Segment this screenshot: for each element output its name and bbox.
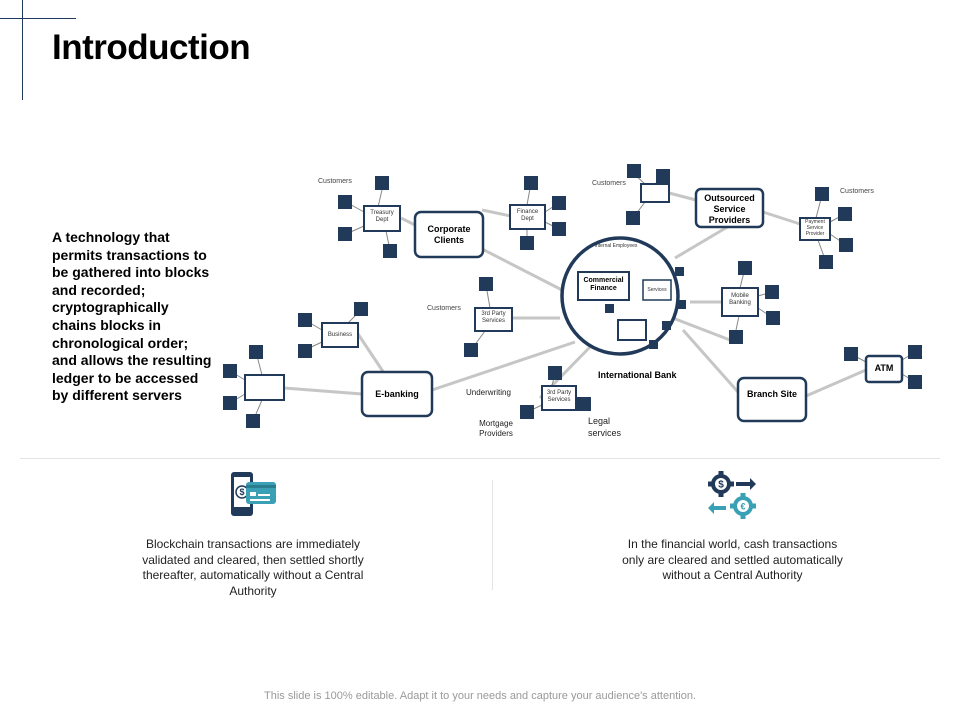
financial-world-caption: In the financial world, cash transaction…: [622, 537, 843, 583]
finance-dept-node: [509, 204, 546, 230]
branch-site-node: [736, 376, 808, 423]
legal-services-label: Legal services: [588, 416, 622, 438]
e-banking-text: E-banking: [375, 389, 419, 399]
atm-text: ATM: [874, 363, 894, 373]
underwriting-label: Underwriting: [466, 388, 511, 397]
internal-employees-text: Internal Employees: [594, 243, 638, 249]
hub-square: [649, 340, 658, 349]
hub-square: [677, 300, 686, 309]
third-party-services-node-b: [541, 385, 577, 411]
corporate-clients-node: [413, 210, 485, 259]
e-banking-node: [360, 370, 434, 418]
svg-text:$: $: [718, 480, 724, 491]
treasury-dept-node: [363, 205, 401, 232]
mobile-banking-node: [721, 287, 759, 317]
finance-dept-text: Finance Dept: [516, 209, 539, 222]
blank-node: [244, 374, 285, 401]
customers-label: Customers: [840, 188, 874, 195]
treasury-dept-text: Treasury Dept: [370, 210, 394, 223]
blockchain-caption: Blockchain transactions are immediately …: [142, 537, 364, 598]
payment-provider-node: [799, 217, 831, 241]
commercial-finance-text: Commercial Finance: [583, 277, 624, 292]
customers-label: Customers: [318, 178, 352, 185]
corporate-clients-text: Corporate Clients: [427, 224, 471, 245]
hub-square: [675, 267, 684, 276]
business-node: [321, 322, 359, 348]
payment-provider-text: Payment Service Provider: [805, 219, 825, 237]
third-party-services-text: 3rd Party Services: [481, 311, 506, 324]
hub-blank-node: [617, 319, 647, 341]
column-divider: [492, 480, 493, 590]
corner-line-horizontal: [0, 18, 76, 19]
services-text: Services: [647, 287, 667, 293]
third-party-services-b-text: 3rd Party Services: [546, 390, 572, 403]
third-party-services-node: [474, 307, 513, 332]
mobile-dollar-card-icon: $: [228, 470, 278, 525]
outsourced-providers-node: [694, 187, 765, 229]
customers-label: Customers: [592, 180, 626, 187]
atm-node: [864, 354, 904, 384]
intro-description: A technology that permits transactions t…: [52, 229, 212, 404]
hub-inner-nodes: [577, 267, 686, 349]
business-text: Business: [327, 332, 353, 338]
hub-square: [605, 304, 614, 313]
international-bank-label: International Bank: [598, 370, 677, 380]
hub-square: [662, 321, 671, 330]
section-divider: [20, 458, 940, 459]
customers-blank-node: [640, 183, 670, 203]
services-node: [642, 279, 672, 301]
mortgage-providers-label: Mortgage Providers: [479, 419, 513, 438]
page-title: Introduction: [52, 28, 251, 67]
customers-label: Customers: [427, 305, 461, 312]
leaf-squares: [223, 164, 922, 428]
footer-note: This slide is 100% editable. Adapt it to…: [264, 690, 696, 702]
svg-text:$: $: [239, 487, 244, 497]
outsourced-providers-text: Outsourced Service Providers: [704, 193, 755, 225]
commercial-finance-node: [577, 271, 630, 301]
corner-line-vertical: [22, 0, 23, 100]
branch-site-text: Branch Site: [746, 389, 797, 399]
gear-currency-exchange-icon: $ €: [706, 468, 760, 525]
svg-text:€: €: [740, 502, 745, 512]
mobile-banking-text: Mobile Banking: [729, 293, 751, 306]
bank-network-diagram: Corporate Clients: [223, 164, 922, 428]
